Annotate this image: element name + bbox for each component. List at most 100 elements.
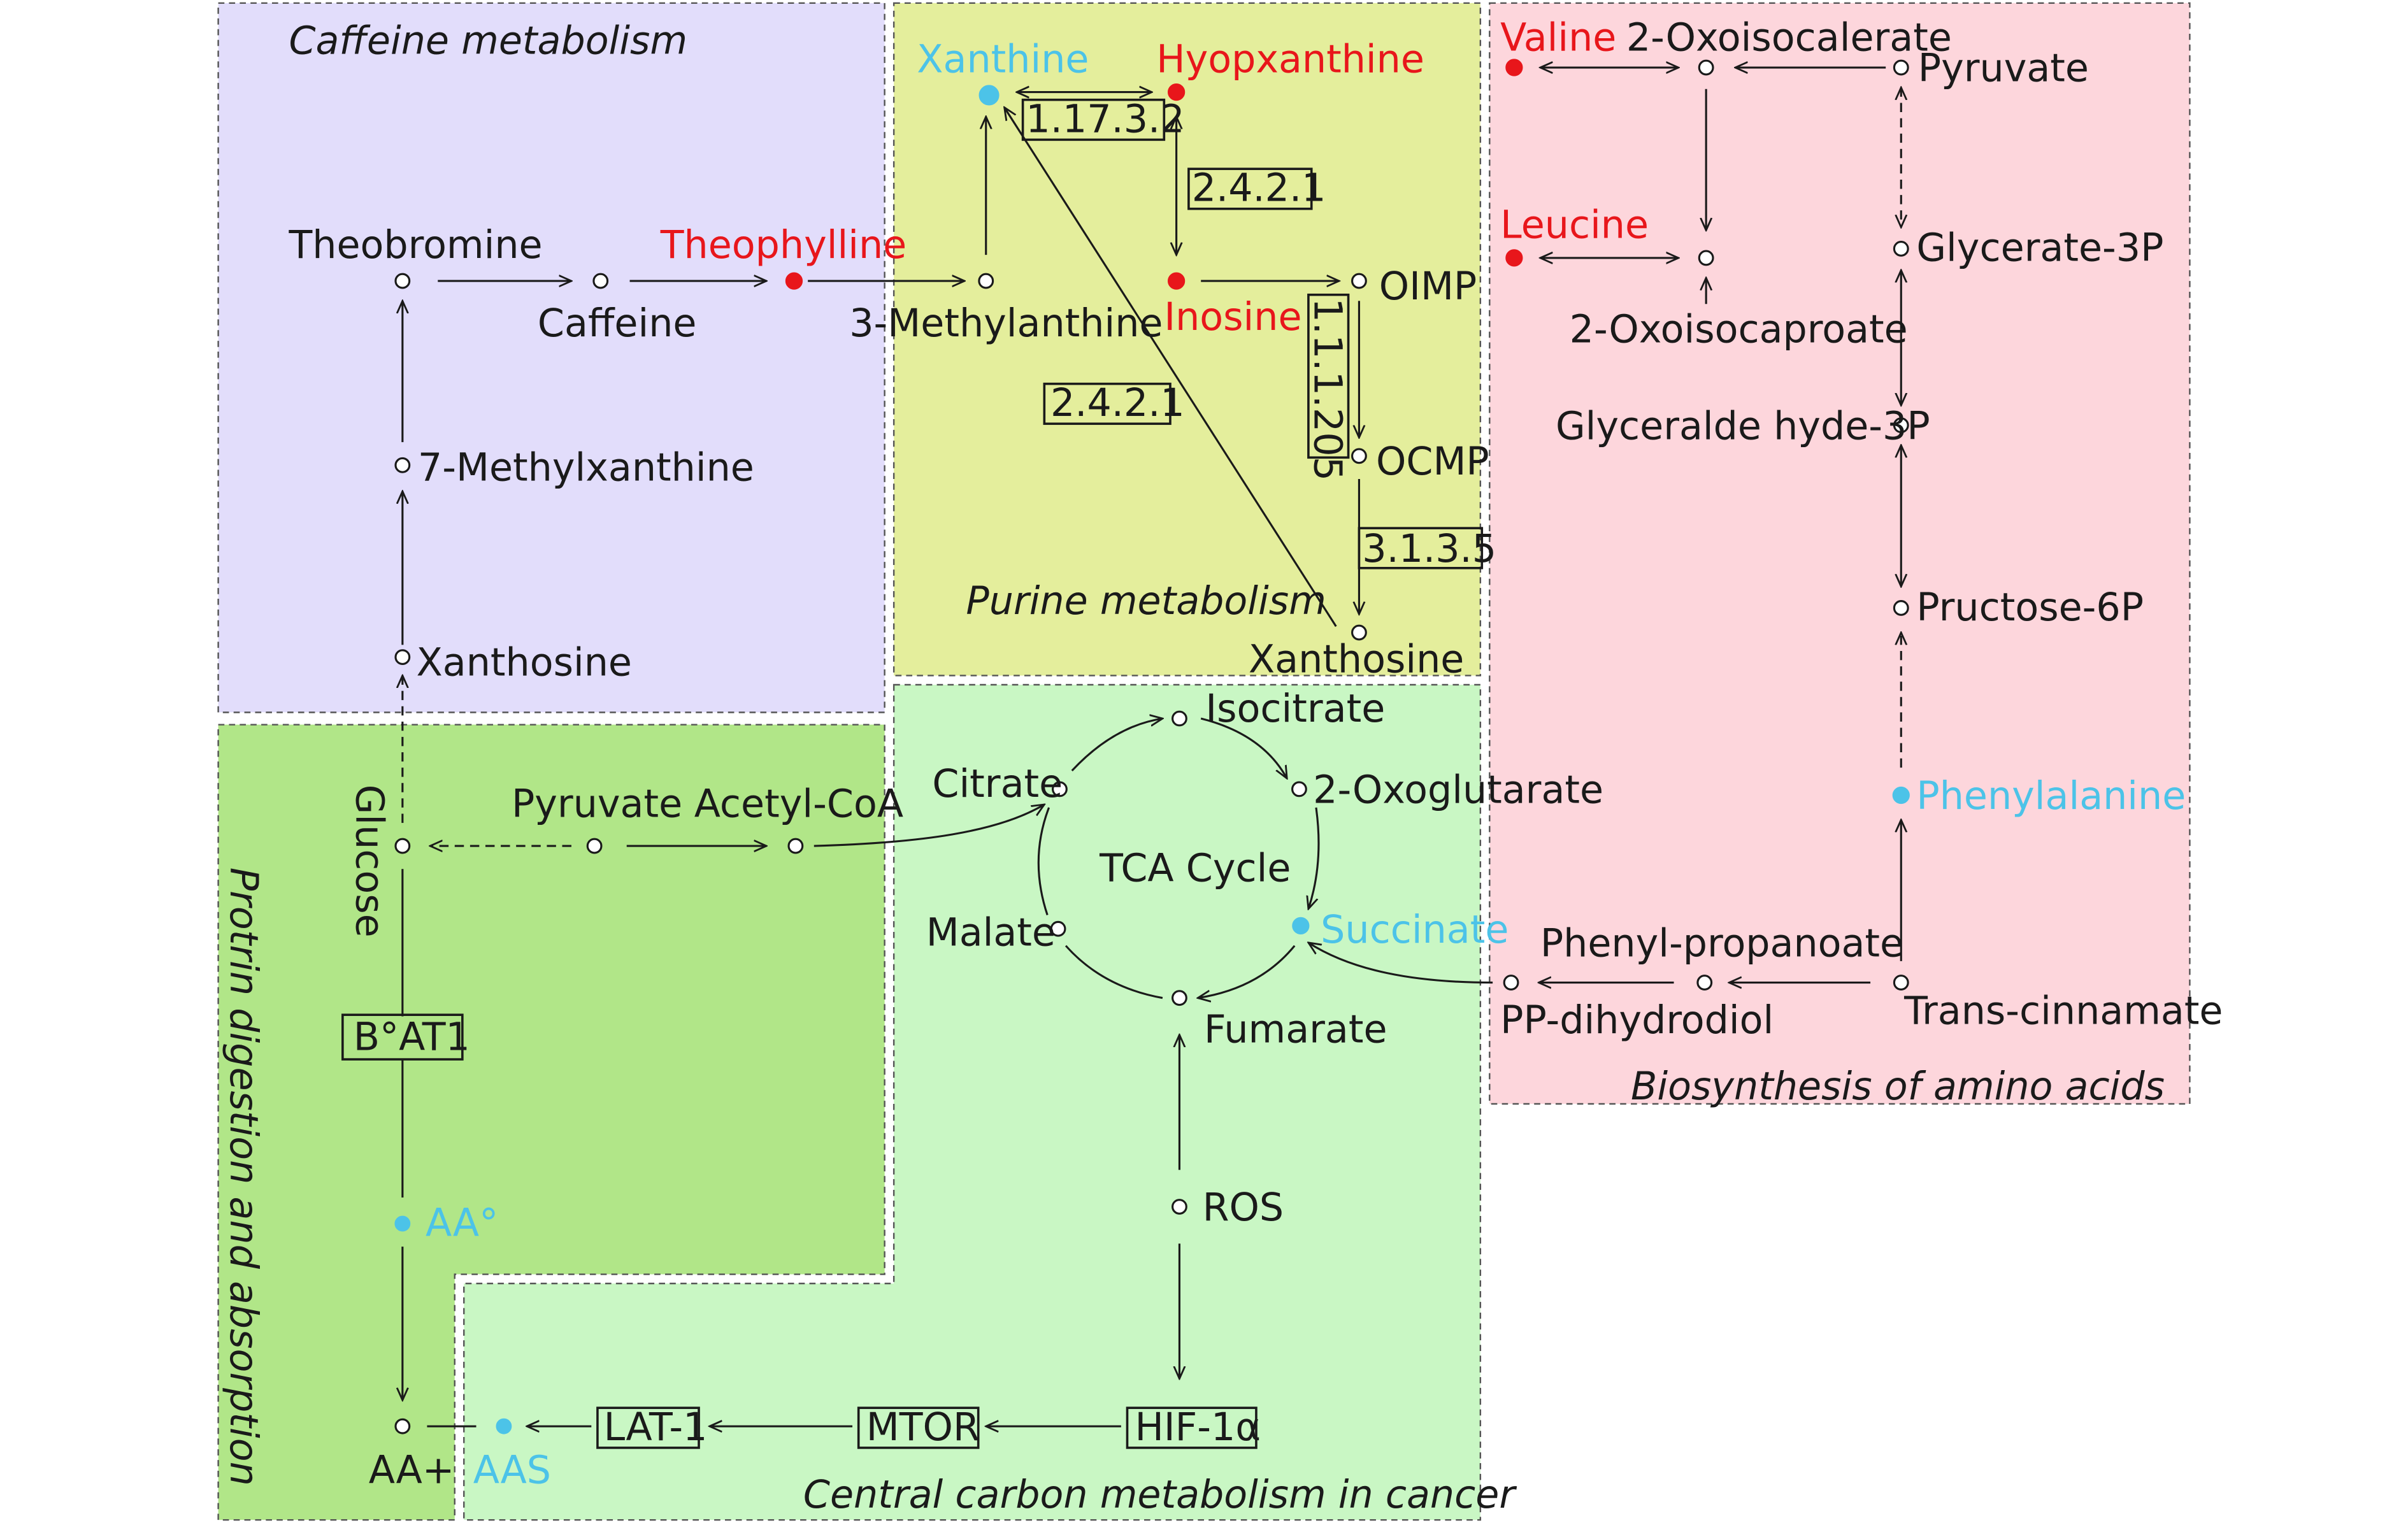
- theophylline-node: [785, 272, 803, 290]
- mtor-label: MTOR: [866, 1405, 980, 1450]
- ppdihydrodiol-node: [1503, 975, 1519, 990]
- acetyl-coa-label: Acetyl-CoA: [694, 782, 903, 826]
- succinate-label: Succinate: [1321, 908, 1509, 952]
- enzyme-box-1-1-1-205: [1307, 293, 1350, 459]
- glucose-node: [394, 838, 411, 854]
- valine-label: Valine: [1500, 16, 1616, 61]
- hypoxanthine-label: Hyopxanthine: [1156, 37, 1424, 82]
- transporter-box-bat1: [341, 1013, 464, 1061]
- purine-panel: [892, 2, 1482, 676]
- pyruvate-amino-node: [1893, 59, 1909, 76]
- pyruvate-protein-label: Pyruvate: [512, 782, 682, 826]
- ocmp-label: OCMP: [1376, 440, 1489, 484]
- enzyme-label-1-17-3-2: 1.17.3.2: [1026, 97, 1184, 141]
- glycerate3p-node: [1893, 241, 1909, 257]
- isocitrate-node: [1172, 710, 1187, 727]
- hif-box: [1126, 1406, 1258, 1449]
- methylxanthine-node: [394, 457, 411, 473]
- oxoglutarate-node: [1291, 781, 1307, 797]
- hif-label: HIF-1α: [1135, 1405, 1261, 1450]
- methylxanthine3-node: [978, 273, 994, 289]
- fumarate-node: [1172, 990, 1187, 1006]
- aas-node: [496, 1418, 512, 1434]
- amino-panel-title: Biosynthesis of amino acids: [1631, 1064, 2165, 1109]
- panel-backgrounds: [217, 2, 2191, 1521]
- fructose6p-label: Pructose-6P: [1916, 585, 2144, 630]
- malate-label: Malate: [926, 911, 1056, 955]
- oimp-label: OIMP: [1379, 264, 1477, 309]
- bat1-label: B°AT1: [354, 1015, 470, 1060]
- ppdihydrodiol-label: PP-dihydrodiol: [1500, 998, 1774, 1043]
- oimp-node: [1351, 273, 1367, 289]
- lat1-box: [596, 1406, 700, 1449]
- lat1-label: LAT-1: [604, 1405, 708, 1450]
- enzyme-label-3-1-3-5: 3.1.3.5: [1362, 527, 1496, 571]
- pathway-arrows: [403, 68, 1901, 1426]
- caffeine-panel-title: Caffeine metabolism: [289, 18, 687, 63]
- valine-node: [1505, 59, 1523, 76]
- mtor-box: [857, 1406, 980, 1449]
- glucose-label: Glucose: [347, 785, 392, 938]
- protein-digestion-panel: [217, 724, 885, 1521]
- fumarate-label: Fumarate: [1204, 1008, 1387, 1052]
- ocmp-node: [1351, 448, 1367, 464]
- hypoxanthine-node: [1167, 83, 1186, 101]
- leucine-label: Leucine: [1500, 203, 1649, 248]
- phenylalanine-label: Phenylalanine: [1916, 774, 2186, 819]
- transcinnamate-label: Trans-cinnamate: [1903, 989, 2223, 1034]
- aa-zero-label: AA°: [426, 1201, 498, 1245]
- glyceraldehyde3p-label: Glyceralde hyde-3P: [1556, 404, 1930, 448]
- ros-label: ROS: [1203, 1185, 1284, 1230]
- fructose6p-node: [1893, 600, 1909, 616]
- tca-cycle-label: TCA Cycle: [1099, 847, 1291, 891]
- metabolite-nodes: [394, 59, 1910, 1434]
- central-carbon-panel: [463, 683, 1482, 1521]
- enzyme-box-3-1-3-5: [1358, 527, 1484, 569]
- methylxanthine3-label: 3-Methylanthine: [849, 301, 1163, 346]
- enzyme-box-2-4-2-1-top: [1187, 168, 1313, 210]
- enzyme-label-2-4-2-1-top: 2.4.2.1: [1192, 166, 1326, 211]
- citrate-node: [1052, 781, 1068, 797]
- phenylalanine-node: [1892, 786, 1910, 804]
- ros-node: [1172, 1199, 1187, 1215]
- caffeine-panel: [217, 2, 885, 713]
- oxoisocalerate-label: 2-Oxoisocalerate: [1626, 16, 1952, 61]
- enzyme-box-1-17-3-2: [1021, 98, 1166, 141]
- aa-zero-node: [394, 1215, 411, 1232]
- succinate-node: [1292, 917, 1310, 935]
- enzyme-box-2-4-2-1-left: [1043, 382, 1172, 425]
- leucine-node: [1505, 249, 1523, 267]
- xanthine-node: [978, 85, 1000, 106]
- methylxanthine-label: 7-Methylxanthine: [418, 445, 754, 490]
- acetyl-coa-node: [787, 838, 804, 854]
- aas-label: AAS: [473, 1448, 551, 1492]
- theophylline-label: Theophylline: [660, 223, 907, 268]
- xanthine-label: Xanthine: [917, 37, 1089, 82]
- aa-plus-label: AA+: [369, 1448, 455, 1492]
- xanthosine-purine-label: Xanthosine: [1249, 638, 1464, 682]
- xanthosine-caffeine-node: [394, 649, 411, 666]
- theobromine-label: Theobromine: [288, 223, 542, 268]
- aa-plus-node: [394, 1418, 411, 1434]
- pyruvate-amino-label: Pyruvate: [1918, 46, 2089, 91]
- protein-panel-title: Protrin digestion and absorption: [221, 868, 266, 1486]
- phenylpropanoate-node: [1696, 975, 1713, 990]
- xanthosine-purine-node: [1351, 624, 1367, 641]
- oxoglutarate-label: 2-Oxoglutarate: [1313, 768, 1603, 813]
- oxoisocaproate-node: [1698, 250, 1714, 266]
- isocitrate-label: Isocitrate: [1205, 687, 1385, 731]
- malate-node: [1050, 920, 1066, 937]
- enzyme-label-2-4-2-1-left: 2.4.2.1: [1050, 381, 1185, 425]
- oxoisocalerate-node: [1698, 59, 1714, 76]
- xanthosine-caffeine-label: Xanthosine: [417, 641, 632, 685]
- central-panel-title: Central carbon metabolism in cancer: [803, 1473, 1517, 1517]
- glycerate3p-label: Glycerate-3P: [1916, 226, 2163, 271]
- purine-panel-title: Purine metabolism: [966, 579, 1326, 624]
- oxoisocaproate-label: 2-Oxoisocaproate: [1570, 307, 1908, 352]
- transcinnamate-node: [1893, 975, 1909, 990]
- theobromine-node: [394, 273, 411, 289]
- enzyme-boxes: [341, 98, 1484, 1449]
- glyceraldehyde3p-node: [1893, 417, 1909, 434]
- citrate-label: Citrate: [932, 762, 1063, 806]
